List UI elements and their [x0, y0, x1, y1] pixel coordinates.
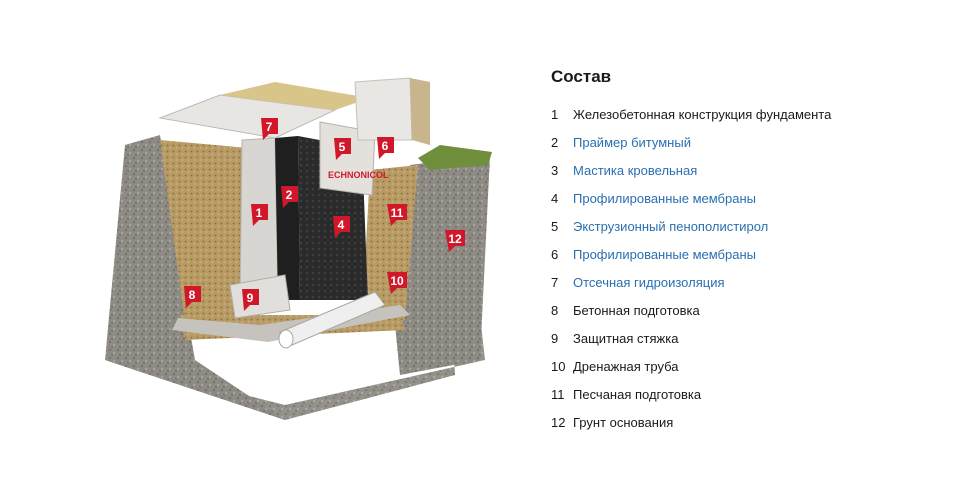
- legend-item-8: 8 Бетонная подготовка: [551, 297, 931, 325]
- composition-legend: Состав 1 Железобетонная конструкция фунда…: [551, 66, 931, 437]
- marker-1: 1: [251, 204, 268, 226]
- legend-item-9: 9 Защитная стяжка: [551, 325, 931, 353]
- legend-text: Грунт основания: [573, 415, 674, 430]
- legend-text: Песчаная подготовка: [573, 387, 702, 402]
- legend-item-5: 5 Экструзионный пенополистирол: [551, 213, 931, 241]
- marker-12: 12: [445, 230, 465, 252]
- bitumen-layer: [275, 136, 300, 300]
- legend-num: 12: [551, 415, 566, 430]
- legend-link-cutoff-waterproofing[interactable]: Отсечная гидроизоляция: [573, 275, 725, 290]
- legend-title: Состав: [551, 67, 612, 86]
- legend-item-1: 1 Железобетонная конструкция фундамента: [551, 101, 931, 129]
- legend-text: Железобетонная конструкция фундамента: [573, 107, 832, 122]
- legend-item-4: 4 Профилированные мембраны: [551, 185, 931, 213]
- legend-num: 10: [551, 359, 566, 374]
- legend-link-membranes-2[interactable]: Профилированные мембраны: [573, 247, 756, 262]
- soil-left-face: [105, 135, 285, 420]
- legend-item-3: 3 Мастика кровельная: [551, 157, 931, 185]
- legend-num: 9: [551, 331, 559, 346]
- marker-8: 8: [184, 286, 201, 308]
- marker-2: 2: [281, 186, 298, 208]
- legend-num: 3: [551, 163, 559, 178]
- sand-left: [160, 140, 248, 322]
- legend-link-membranes[interactable]: Профилированные мембраны: [573, 191, 756, 206]
- legend-num: 4: [551, 191, 559, 206]
- legend-item-10: 10 Дренажная труба: [551, 353, 931, 381]
- legend-link-primer[interactable]: Праймер битумный: [573, 135, 691, 150]
- foundation-cutaway-illustration: ECHNONICOL 7 5 6 2 1: [100, 60, 520, 430]
- legend-text: Бетонная подготовка: [573, 303, 700, 318]
- brand-text: ECHNONICOL: [328, 170, 389, 180]
- legend-link-xps[interactable]: Экструзионный пенополистирол: [573, 219, 769, 234]
- legend-item-11: 11 Песчаная подготовка: [551, 381, 931, 409]
- legend-num: 5: [551, 219, 559, 234]
- legend-text: Защитная стяжка: [573, 331, 679, 346]
- marker-11-label: 11: [391, 206, 404, 220]
- marker-11: 11: [387, 204, 407, 226]
- marker-7: 7: [261, 118, 278, 140]
- top-insulation: [220, 82, 370, 110]
- marker-4: 4: [333, 216, 350, 238]
- marker-8-label: 8: [189, 288, 196, 302]
- marker-10-label: 10: [390, 274, 404, 288]
- marker-4-label: 4: [338, 218, 345, 232]
- legend-item-6: 6 Профилированные мембраны: [551, 241, 931, 269]
- marker-9: 9: [242, 289, 259, 311]
- marker-7-label: 7: [266, 120, 273, 134]
- marker-2-label: 2: [286, 188, 293, 202]
- marker-9-label: 9: [247, 291, 254, 305]
- legend-text: Дренажная труба: [573, 359, 679, 374]
- marker-1-label: 1: [256, 206, 263, 220]
- legend-num: 2: [551, 135, 559, 150]
- marker-10: 10: [387, 272, 407, 294]
- marker-5-label: 5: [339, 140, 346, 154]
- legend-item-2: 2 Праймер битумный: [551, 129, 931, 157]
- legend-item-7: 7 Отсечная гидроизоляция: [551, 269, 931, 297]
- grass-top: [418, 145, 492, 170]
- legend-num: 11: [551, 387, 565, 402]
- legend-num: 1: [551, 107, 559, 122]
- legend-list: 1 Железобетонная конструкция фундамента 2…: [551, 101, 931, 437]
- legend-link-mastic[interactable]: Мастика кровельная: [573, 163, 698, 178]
- legend-num: 8: [551, 303, 559, 318]
- brick-wall: [354, 77, 413, 141]
- marker-5: 5: [334, 138, 351, 160]
- marker-6-label: 6: [382, 139, 389, 153]
- legend-num: 7: [551, 275, 559, 290]
- marker-6: 6: [377, 137, 394, 159]
- soil-right-block: [395, 155, 490, 375]
- brick-wall-side: [410, 78, 430, 145]
- marker-12-label: 12: [448, 232, 462, 246]
- foundation-cutaway-svg: ECHNONICOL 7 5 6 2 1: [105, 77, 492, 420]
- legend-item-12: 12 Грунт основания: [551, 409, 931, 437]
- legend-num: 6: [551, 247, 559, 262]
